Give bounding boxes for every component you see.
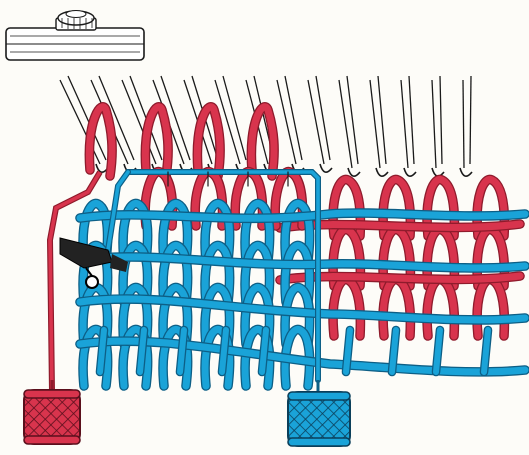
- needle-icon: [339, 80, 352, 168]
- needle-icon: [404, 168, 416, 176]
- yarn-strand: [346, 330, 350, 372]
- yarn-strand: [262, 330, 266, 372]
- needle-icon: [401, 80, 408, 168]
- weight-icon: [288, 380, 350, 446]
- yarn-strand: [80, 213, 525, 218]
- needle-icon: [378, 76, 386, 164]
- yarn-strand: [484, 330, 488, 372]
- needle-icon: [308, 80, 324, 164]
- yarn-strand: [89, 107, 112, 176]
- tension-knob-icon: [6, 11, 144, 61]
- needle-icon: [409, 76, 414, 164]
- needle-icon: [277, 80, 296, 164]
- yarn-strand: [392, 330, 396, 372]
- yarn-strand: [436, 330, 440, 372]
- needle-icon: [348, 168, 360, 176]
- yarn-strand: [222, 330, 226, 372]
- needle-icon: [460, 168, 472, 176]
- weight-icon: [24, 380, 80, 444]
- needle-icon: [432, 80, 436, 168]
- needle-icon: [440, 76, 442, 164]
- needle-icon: [370, 80, 380, 168]
- needle-icon: [376, 168, 388, 176]
- yarn-strand: [100, 330, 104, 372]
- yarn-strand: [140, 330, 144, 372]
- needle-bed: [60, 76, 472, 176]
- needle-icon: [463, 80, 464, 168]
- needle-icon: [320, 164, 332, 172]
- yarn-strand: [180, 330, 184, 372]
- needle-icon: [285, 76, 302, 160]
- needle-icon: [347, 76, 358, 164]
- needle-icon: [470, 76, 471, 164]
- needle-icon: [316, 76, 330, 160]
- yarn-strand: [145, 107, 168, 176]
